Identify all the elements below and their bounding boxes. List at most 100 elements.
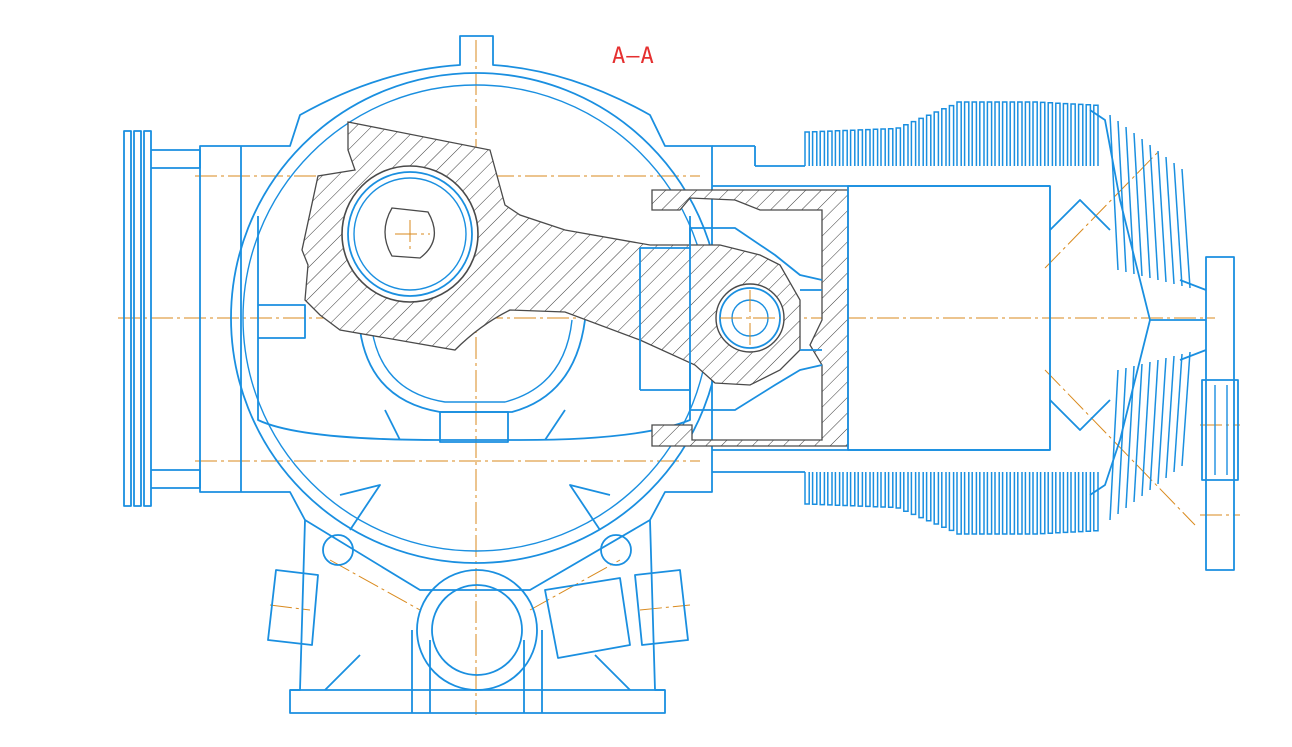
cooling-fin-bottom — [1024, 472, 1031, 535]
cooling-fin-bottom — [910, 472, 917, 516]
piston — [639, 189, 849, 447]
head-fin — [1181, 351, 1191, 467]
cooling-fin-top — [956, 101, 962, 166]
cooling-fin-top — [994, 101, 1000, 166]
cooling-fin-top — [1062, 102, 1069, 166]
cooling-fin-top — [1055, 102, 1061, 166]
head-fin — [1133, 363, 1143, 503]
cooling-fin-top — [910, 120, 917, 166]
crankshaft-journal — [359, 319, 586, 443]
cooling-fin-top — [971, 101, 978, 166]
cooling-fin-top — [941, 108, 947, 166]
cooling-fin-top — [1085, 104, 1092, 166]
cooling-fin-top — [895, 127, 902, 166]
cooling-fin-bottom — [1047, 472, 1054, 534]
head-fin — [1173, 162, 1183, 287]
cooling-fin-top — [819, 130, 826, 166]
cooling-fin-bottom — [918, 472, 924, 519]
cooling-fin-top — [842, 129, 848, 166]
head-fin — [1165, 355, 1175, 479]
cooling-fin-top — [925, 114, 932, 166]
head-fin — [1109, 114, 1119, 271]
cooling-fin-top — [880, 128, 886, 166]
cooling-fin-top — [948, 104, 955, 166]
cooling-fin-bottom — [895, 472, 902, 509]
head-fin — [1181, 168, 1191, 289]
section-label: A–A — [612, 44, 655, 69]
cooling-fin-top — [1070, 103, 1076, 166]
cooling-fin-bottom — [1093, 472, 1099, 532]
cylinder-head — [1049, 109, 1239, 571]
cooling-fin-top — [979, 101, 985, 166]
cooling-fin-top — [834, 130, 841, 166]
cooling-fin-top — [849, 129, 856, 166]
cooling-fin-bottom — [849, 472, 856, 507]
cooling-fin-top — [804, 131, 810, 166]
cooling-fin-top — [1009, 101, 1016, 166]
cooling-fin-top — [1077, 103, 1084, 166]
cooling-fin-top — [1093, 104, 1099, 166]
cooling-fin-bottom — [933, 472, 940, 525]
head-fin — [1141, 361, 1151, 497]
head-fin — [1157, 357, 1167, 485]
head-fin — [1165, 156, 1175, 285]
connecting-rod — [301, 121, 801, 386]
head-fin — [1109, 369, 1119, 521]
head-fin — [1149, 144, 1159, 281]
cooling-fin-bottom — [857, 472, 864, 507]
cooling-fins — [804, 101, 1191, 535]
cooling-fin-bottom — [1032, 472, 1038, 535]
cooling-fin-bottom — [811, 472, 818, 506]
cooling-fin-bottom — [1062, 472, 1069, 534]
cooling-fin-bottom — [956, 472, 962, 535]
cooling-fin-bottom — [963, 472, 970, 535]
cooling-fin-bottom — [903, 472, 909, 512]
cooling-fin-top — [1039, 101, 1046, 166]
cooling-fin-bottom — [994, 472, 1000, 535]
cooling-fin-bottom — [880, 472, 886, 508]
wrist-pin — [720, 290, 780, 346]
cooling-fin-bottom — [865, 472, 871, 508]
cooling-fin-bottom — [1085, 472, 1092, 532]
cooling-fin-bottom — [941, 472, 947, 528]
cooling-fin-bottom — [948, 472, 955, 532]
cooling-fin-bottom — [872, 472, 879, 508]
cooling-fin-bottom — [842, 472, 848, 507]
cooling-fin-bottom — [925, 472, 932, 522]
cooling-fin-top — [857, 129, 864, 166]
cooling-fin-top — [918, 117, 924, 166]
cooling-fin-top — [811, 130, 818, 166]
cooling-fin-top — [865, 128, 871, 166]
cooling-fin-bottom — [804, 472, 810, 505]
cooling-fin-top — [933, 111, 940, 166]
head-fin — [1141, 138, 1151, 279]
cooling-fin-top — [1032, 101, 1038, 166]
cooling-fin-bottom — [827, 472, 833, 506]
cooling-fin-bottom — [986, 472, 993, 535]
cooling-fin-top — [986, 101, 993, 166]
head-fin — [1173, 353, 1183, 473]
cooling-fin-bottom — [1039, 472, 1046, 535]
cooling-fin-bottom — [887, 472, 894, 509]
cooling-fin-bottom — [819, 472, 826, 506]
cooling-fin-bottom — [834, 472, 841, 506]
head-fin — [1157, 150, 1167, 283]
head-fin — [1117, 367, 1127, 515]
cooling-fin-bottom — [1055, 472, 1061, 534]
head-fin — [1117, 120, 1127, 273]
cooling-fin-bottom — [1009, 472, 1016, 535]
cooling-fin-top — [903, 124, 909, 166]
cooling-fin-top — [887, 127, 894, 166]
cooling-fin-top — [963, 101, 970, 166]
head-fin — [1149, 359, 1159, 491]
cooling-fin-top — [1024, 101, 1031, 166]
cooling-fin-top — [872, 128, 879, 166]
cooling-fin-bottom — [971, 472, 978, 535]
end-cover — [123, 130, 201, 507]
cooling-fin-bottom — [1001, 472, 1008, 535]
cooling-fin-top — [1047, 102, 1054, 166]
cooling-fin-bottom — [1070, 472, 1076, 533]
cooling-fin-bottom — [1077, 472, 1084, 533]
cooling-fin-top — [1017, 101, 1023, 166]
